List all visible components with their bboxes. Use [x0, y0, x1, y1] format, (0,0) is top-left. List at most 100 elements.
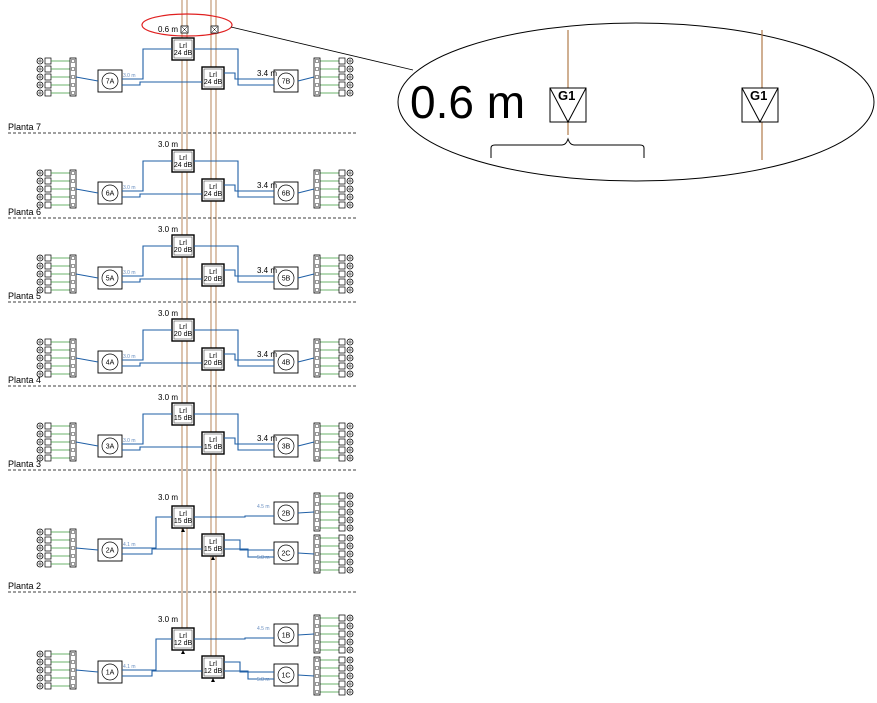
unit-2C[interactable]: 2C [273, 541, 299, 565]
outlet-box-icon[interactable] [44, 674, 52, 682]
right-tap-box[interactable] [201, 431, 225, 455]
right-tap-box[interactable] [201, 66, 225, 90]
outlet-box-icon[interactable] [44, 560, 52, 568]
unit-7A[interactable]: 7A [97, 69, 123, 93]
outlet-box-icon[interactable] [338, 614, 346, 622]
outlet-box-icon[interactable] [44, 346, 52, 354]
unit-7B[interactable]: 7B [273, 69, 299, 93]
outlet-box-icon[interactable] [338, 672, 346, 680]
unit-3B[interactable]: 3B [273, 434, 299, 458]
outlet-box-icon[interactable] [44, 528, 52, 536]
outlet-box-icon[interactable] [44, 370, 52, 378]
outlet-box-icon[interactable] [338, 680, 346, 688]
outlet-box-icon[interactable] [338, 446, 346, 454]
outlet-box-icon[interactable] [44, 446, 52, 454]
outlet-box-icon[interactable] [44, 658, 52, 666]
outlet-box-icon[interactable] [338, 638, 346, 646]
outlet-box-icon[interactable] [338, 362, 346, 370]
outlet-box-icon[interactable] [338, 89, 346, 97]
unit-6A[interactable]: 6A [97, 181, 123, 205]
outlet-box-icon[interactable] [338, 438, 346, 446]
outlet-box-icon[interactable] [44, 666, 52, 674]
unit-4A[interactable]: 4A [97, 350, 123, 374]
outlet-box-icon[interactable] [44, 201, 52, 209]
outlet-box-icon[interactable] [338, 622, 346, 630]
outlet-box-icon[interactable] [44, 438, 52, 446]
outlet-box-icon[interactable] [338, 185, 346, 193]
outlet-box-icon[interactable] [44, 354, 52, 362]
outlet-box-icon[interactable] [44, 270, 52, 278]
unit-2B[interactable]: 2B [273, 501, 299, 525]
outlet-box-icon[interactable] [338, 73, 346, 81]
unit-4B[interactable]: 4B [273, 350, 299, 374]
outlet-box-icon[interactable] [44, 454, 52, 462]
outlet-box-icon[interactable] [338, 354, 346, 362]
zoom-terminator-left[interactable]: G1 [549, 87, 587, 124]
outlet-box-icon[interactable] [338, 286, 346, 294]
outlet-box-icon[interactable] [44, 536, 52, 544]
outlet-box-icon[interactable] [44, 552, 52, 560]
outlet-box-icon[interactable] [44, 65, 52, 73]
outlet-box-icon[interactable] [338, 270, 346, 278]
outlet-box-icon[interactable] [338, 492, 346, 500]
outlet-box-icon[interactable] [338, 664, 346, 672]
outlet-box-icon[interactable] [44, 422, 52, 430]
outlet-box-icon[interactable] [44, 177, 52, 185]
outlet-box-icon[interactable] [338, 254, 346, 262]
outlet-box-icon[interactable] [338, 57, 346, 65]
outlet-box-icon[interactable] [44, 57, 52, 65]
outlet-box-icon[interactable] [44, 185, 52, 193]
outlet-box-icon[interactable] [338, 177, 346, 185]
outlet-box-icon[interactable] [44, 73, 52, 81]
outlet-box-icon[interactable] [44, 362, 52, 370]
outlet-box-icon[interactable] [44, 430, 52, 438]
outlet-box-icon[interactable] [338, 534, 346, 542]
outlet-box-icon[interactable] [44, 262, 52, 270]
outlet-box-icon[interactable] [338, 430, 346, 438]
unit-1B[interactable]: 1B [273, 623, 299, 647]
unit-1C[interactable]: 1C [273, 663, 299, 687]
outlet-box-icon[interactable] [338, 688, 346, 696]
highlight-ellipse[interactable] [141, 13, 233, 37]
outlet-box-icon[interactable] [338, 370, 346, 378]
outlet-box-icon[interactable] [338, 524, 346, 532]
unit-6B[interactable]: 6B [273, 181, 299, 205]
outlet-box-icon[interactable] [44, 278, 52, 286]
unit-3A[interactable]: 3A [97, 434, 123, 458]
outlet-box-icon[interactable] [338, 516, 346, 524]
outlet-box-icon[interactable] [338, 542, 346, 550]
unit-5B[interactable]: 5B [273, 266, 299, 290]
right-tap-box[interactable] [201, 178, 225, 202]
outlet-box-icon[interactable] [338, 338, 346, 346]
outlet-box-icon[interactable] [44, 338, 52, 346]
unit-2A[interactable]: 2A [97, 538, 123, 562]
outlet-box-icon[interactable] [338, 262, 346, 270]
outlet-box-icon[interactable] [44, 682, 52, 690]
outlet-box-icon[interactable] [338, 193, 346, 201]
outlet-box-icon[interactable] [338, 278, 346, 286]
right-tap-box[interactable] [201, 263, 225, 287]
outlet-box-icon[interactable] [338, 508, 346, 516]
outlet-box-icon[interactable] [338, 81, 346, 89]
outlet-box-icon[interactable] [338, 201, 346, 209]
outlet-box-icon[interactable] [338, 558, 346, 566]
outlet-box-icon[interactable] [44, 193, 52, 201]
outlet-box-icon[interactable] [338, 169, 346, 177]
outlet-box-icon[interactable] [44, 169, 52, 177]
outlet-box-icon[interactable] [338, 630, 346, 638]
outlet-box-icon[interactable] [338, 566, 346, 574]
unit-1A[interactable]: 1A [97, 660, 123, 684]
outlet-box-icon[interactable] [338, 65, 346, 73]
outlet-box-icon[interactable] [338, 550, 346, 558]
